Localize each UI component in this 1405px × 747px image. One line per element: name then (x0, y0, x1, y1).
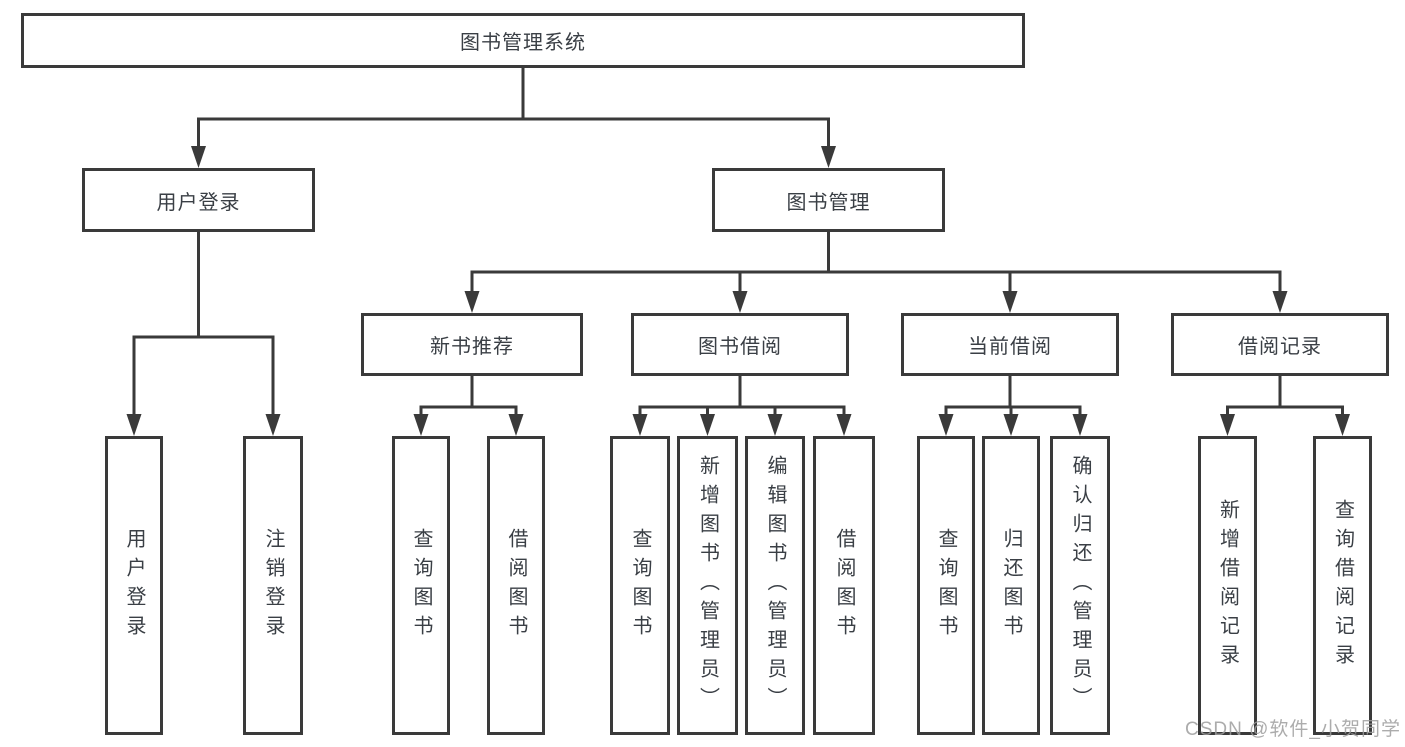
node-book-management: 图书管理 (712, 168, 945, 232)
csdn-watermark: CSDN @软件_小贺同学 (1185, 719, 1401, 740)
node-user-login: 用户登录 (82, 168, 315, 232)
leaf-logout: 注销登录 (243, 436, 303, 735)
connector-root-to-level2 (191, 68, 836, 168)
leaf-confirm-return-admin: 确认归还（管理员） (1050, 436, 1110, 735)
leaf-add-book-admin: 新增图书（管理员） (677, 436, 738, 735)
leaf-edit-book-admin: 编辑图书（管理员） (745, 436, 805, 735)
leaf-query-books-current: 查询图书 (917, 436, 975, 735)
node-borrow-records: 借阅记录 (1171, 313, 1389, 376)
connector-borrow-records-to-leaves (1220, 376, 1350, 436)
node-library-management-system: 图书管理系统 (21, 13, 1025, 68)
connector-user-login-to-leaves (126, 232, 281, 436)
leaf-query-books-recommend: 查询图书 (392, 436, 450, 735)
node-new-book-recommend: 新书推荐 (361, 313, 583, 376)
node-book-borrow: 图书借阅 (631, 313, 849, 376)
node-current-borrow: 当前借阅 (901, 313, 1119, 376)
connector-new-book-recommend-to-leaves (413, 376, 524, 436)
leaf-add-borrow-record: 新增借阅记录 (1198, 436, 1257, 735)
leaf-borrow-books: 借阅图书 (813, 436, 875, 735)
connector-book-borrow-to-leaves (632, 376, 852, 436)
leaf-query-borrow-record: 查询借阅记录 (1313, 436, 1372, 735)
leaf-return-book: 归还图书 (982, 436, 1040, 735)
connector-current-borrow-to-leaves (938, 376, 1088, 436)
leaf-borrow-books-recommend: 借阅图书 (487, 436, 545, 735)
leaf-query-books-borrow: 查询图书 (610, 436, 670, 735)
leaf-user-login: 用户登录 (105, 436, 163, 735)
connector-book-management-to-level3 (464, 232, 1288, 313)
